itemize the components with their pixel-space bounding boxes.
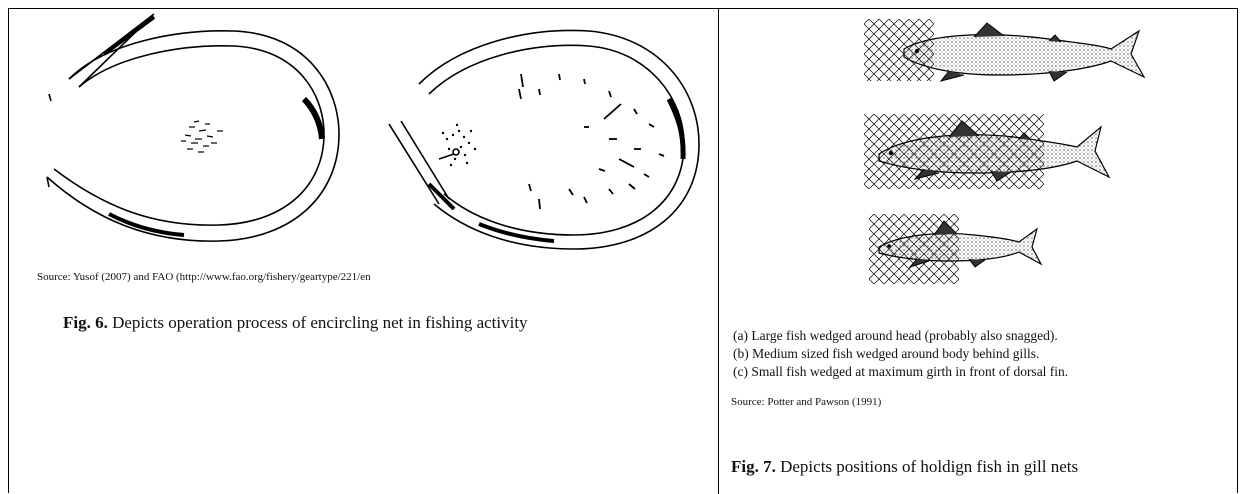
fig6-caption-label: Fig. 6. <box>63 313 108 332</box>
gill-net-fish-illustration <box>719 9 1239 299</box>
fig7-item-list: (a) Large fish wedged around head (proba… <box>733 327 1068 381</box>
fig7-panel: (a) Large fish wedged around head (proba… <box>719 9 1239 494</box>
fig7-item-a: (a) Large fish wedged around head (proba… <box>733 327 1068 345</box>
figure-table: Source: Yusof (2007) and FAO (http://www… <box>8 8 1238 493</box>
fish-dashes <box>519 74 664 209</box>
net-stage-2 <box>389 30 699 249</box>
fish-large <box>864 19 1144 81</box>
encircling-net-illustration <box>9 9 718 259</box>
fig7-source: Source: Potter and Pawson (1991) <box>731 396 881 408</box>
fig7-item-b: (b) Medium sized fish wedged around body… <box>733 345 1068 363</box>
fig7-item-c: (c) Small fish wedged at maximum girth i… <box>733 363 1068 381</box>
fig6-source: Source: Yusof (2007) and FAO (http://www… <box>37 271 371 283</box>
fish-school-1 <box>181 121 223 152</box>
fig6-panel: Source: Yusof (2007) and FAO (http://www… <box>9 9 718 494</box>
fig7-caption: Fig. 7. Depicts positions of holdign fis… <box>731 457 1078 477</box>
fish-school-2 <box>442 124 476 166</box>
fish-medium <box>864 114 1109 189</box>
fig6-caption: Fig. 6. Depicts operation process of enc… <box>63 313 528 333</box>
fish-small <box>869 214 1041 284</box>
fig7-caption-label: Fig. 7. <box>731 457 776 476</box>
fig6-caption-text: Depicts operation process of encircling … <box>108 313 528 332</box>
fig7-caption-text: Depicts positions of holdign fish in gil… <box>776 457 1078 476</box>
